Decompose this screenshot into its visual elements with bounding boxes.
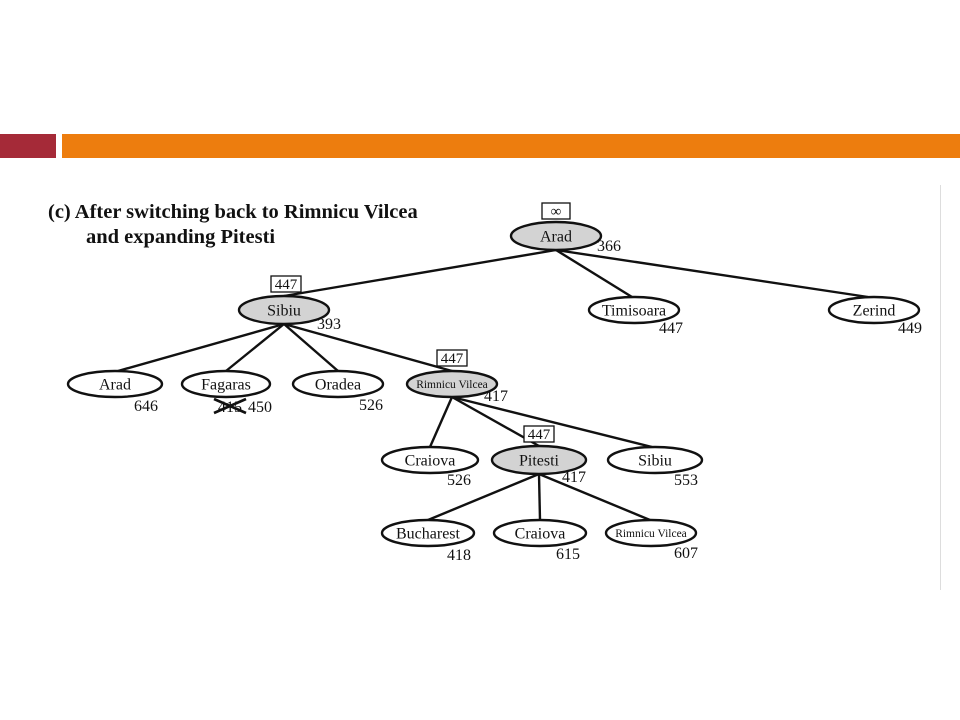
figure-caption: (c) After switching back to Rimnicu Vilc… [48,200,418,250]
f-limit-box [270,275,302,293]
node-f-value: 449 [898,320,922,337]
tree-edge-sibiu-fagaras [225,323,285,372]
tree-edge-pitesti-rimnicu-vilcea-2 [538,472,651,522]
tree-node-sibiu: Sibiu 393 447 [237,275,341,333]
f-limit-box [436,349,468,367]
tree-edge-pitesti-craiova-2 [537,473,542,521]
node-label: Zerind [853,303,896,320]
node-f-value: 366 [597,238,621,255]
node-f-value: 526 [359,397,383,414]
node-f-value: 417 [484,388,508,405]
tree-edge-rimnicu-vilcea-sibiu-2 [451,395,653,449]
node-ellipse [237,294,331,326]
f-limit-value: 447 [528,427,551,443]
node-label: Craiova [405,453,456,470]
node-ellipse [492,518,588,548]
node-f-value: 607 [674,545,698,562]
tree-edge-sibiu-rimnicu-vilcea [283,322,453,373]
f-limit-value: 447 [275,277,298,293]
node-ellipse [380,518,476,548]
caption-line-2: and expanding Pitesti [86,226,276,248]
node-label: Bucharest [396,526,461,543]
node-f-value: 417 [562,469,586,486]
tree-node-craiova-2: Craiova 615 [492,518,588,563]
tree-node-craiova-1: Craiova 526 [380,445,480,489]
tree-node-rimnicu-vilcea-2: Rimnicu Vilcea 607 [604,518,698,562]
accent-bar-orange [62,134,960,158]
strike-line [213,397,247,415]
tree-edge-sibiu-arad-2 [117,322,285,373]
node-label: Sibiu [267,303,301,320]
node-ellipse [827,295,921,325]
node-ellipse [380,445,480,475]
node-label: Rimnicu Vilcea [615,528,687,540]
node-ellipse [587,295,681,325]
node-label: Timisoara [602,303,666,320]
node-ellipse [606,445,704,475]
node-f-value: 418 [447,547,471,564]
tree-edge-arad-root-zerind [555,248,869,299]
accent-bar-red [0,134,56,158]
node-label: Pitesti [519,453,560,470]
tree-edge-rimnicu-vilcea-craiova-1 [428,396,454,448]
f-limit-box [523,425,555,443]
tree-edge-arad-root-sibiu [283,248,557,298]
tree-edge-sibiu-oradea [283,323,339,372]
caption-line-1: After switching back to Rimnicu Vilcea [74,201,418,223]
f-limit-box [541,202,571,220]
tree-node-arad-root: Arad 366 ∞ [509,202,621,255]
node-ellipse [66,369,164,399]
f-limit-value: 447 [441,351,464,367]
node-label: Fagaras [201,377,251,394]
caption-prefix: (c) [48,201,71,223]
tree-edge-arad-root-timisoara [555,248,633,299]
tree-node-oradea: Oradea 526 [291,369,385,414]
node-label: Oradea [315,377,361,394]
node-f-value: 615 [556,546,580,563]
tree-edge-pitesti-bucharest [427,472,540,522]
node-f-value: 553 [674,472,698,489]
node-label: Arad [99,377,131,394]
node-f-value: 646 [134,398,158,415]
node-label: Craiova [515,526,566,543]
node-ellipse [509,220,603,252]
node-f-value: 393 [317,316,341,333]
node-label: Sibiu [638,453,672,470]
node-ellipse [291,369,385,399]
node-f-value: 447 [659,320,683,337]
node-ellipse [490,444,588,476]
node-ellipse [604,518,698,548]
node-label: Rimnicu Vilcea [416,379,488,391]
node-label: Arad [540,229,572,246]
tree-node-bucharest: Bucharest 418 [380,518,476,564]
node-f-value: 526 [447,472,471,489]
node-ellipse [405,369,499,399]
node-ellipse [180,369,272,399]
node-f-value: 450 [248,399,272,416]
tree-nodes: Arad366∞Sibiu393447Timisoara447Zerind449… [66,202,922,564]
f-limit-value: ∞ [551,204,562,220]
